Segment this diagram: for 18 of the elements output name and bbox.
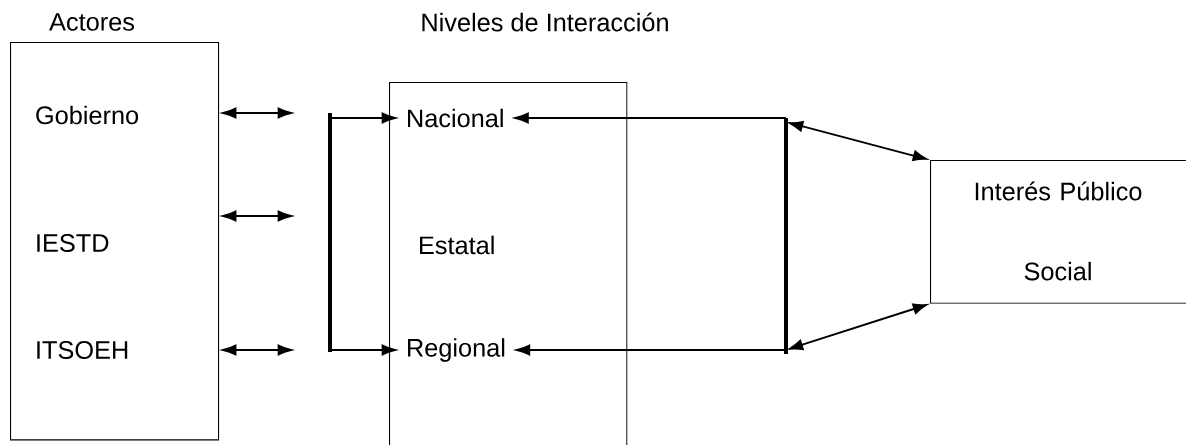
level-label: Regional <box>408 338 505 362</box>
arrow <box>514 112 787 124</box>
node-label: Actores <box>49 13 135 31</box>
arrow <box>329 112 396 124</box>
arrow <box>329 344 396 356</box>
level-label: Estatal <box>420 235 494 255</box>
arrow <box>516 344 787 356</box>
node-label: Niveles de Interacción <box>422 12 668 32</box>
arrow <box>222 107 292 119</box>
level-label: IESTD <box>37 234 109 252</box>
arrow <box>789 120 927 162</box>
level-label: Gobierno <box>36 105 139 125</box>
arrow <box>222 210 292 222</box>
arrow <box>789 303 927 351</box>
level-label: ITSOEH <box>37 341 128 359</box>
level-label: Nacional <box>408 108 503 128</box>
arrow <box>222 344 292 356</box>
result-box: Interés Público Social <box>930 160 1186 304</box>
